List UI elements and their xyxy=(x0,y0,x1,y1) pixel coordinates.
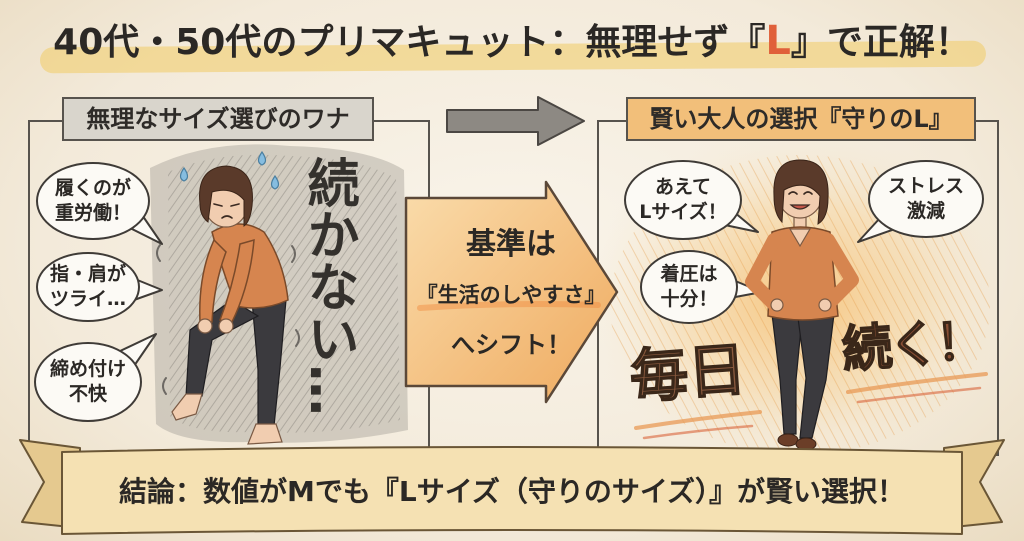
speech-bubble: 指・肩が ツライ… xyxy=(36,252,140,322)
standing-foot xyxy=(247,423,283,445)
hair xyxy=(199,165,253,227)
arrow-right-icon xyxy=(446,96,585,146)
closed-eye xyxy=(213,203,223,207)
big-arrow-right-icon xyxy=(404,180,619,404)
smiling-eye xyxy=(788,191,798,195)
smile-mouth xyxy=(789,204,811,210)
raised-foot xyxy=(171,393,203,421)
speech-bubble: 着圧は 十分！ xyxy=(640,250,738,324)
emphasis-strokes xyxy=(634,372,988,440)
right-arm-on-hip xyxy=(821,233,859,311)
sweat-drop-icon xyxy=(257,150,267,166)
shoe xyxy=(777,433,799,447)
bubble-line: Lサイズ！ xyxy=(639,201,727,223)
bubble-line: 不快 xyxy=(68,383,107,405)
sweater-torso xyxy=(767,226,839,321)
underline-stroke xyxy=(634,410,762,430)
center-text-highlight xyxy=(417,301,601,311)
bubble-line: 重労働！ xyxy=(54,202,131,224)
bubble-line: ツライ… xyxy=(49,288,126,310)
hand xyxy=(770,298,784,312)
shake-line xyxy=(291,245,296,263)
bubble-line: ストレス xyxy=(887,175,964,197)
title-text-before: 40代・50代のプリマキュット：無理せず『 xyxy=(53,22,766,63)
center-arrow-line: へシフト！ xyxy=(451,331,571,359)
bubble-line: 着圧は xyxy=(660,263,718,285)
shake-line xyxy=(295,329,300,347)
sweat-drop-icon xyxy=(270,174,280,190)
struggling-woman-illustration xyxy=(156,150,300,445)
speech-bubble: ストレス 激減 xyxy=(868,160,984,238)
shake-line xyxy=(162,377,167,395)
left-arm-on-hip xyxy=(745,233,781,311)
title-text-after: 』で正解！ xyxy=(790,22,971,63)
big-text-continues: 続く！ xyxy=(839,311,985,380)
confident-woman-illustration xyxy=(745,159,859,451)
sweat-drop-icon xyxy=(179,166,189,182)
conclusion-ribbon xyxy=(19,439,1005,535)
speech-bubble: 履くのが 重労働！ xyxy=(36,162,150,240)
hand xyxy=(218,318,234,334)
conclusion-text: 結論：数値がMでも『Lサイズ（守りのサイズ）』が賢い選択！ xyxy=(118,475,906,508)
big-text-every-day: 毎日 xyxy=(627,334,749,412)
speech-bubble: 締め付け 不快 xyxy=(34,342,142,422)
frown-mouth xyxy=(221,215,233,219)
closed-eye xyxy=(230,203,240,207)
underline-stroke xyxy=(642,424,754,440)
bubble-line: 締め付け xyxy=(49,358,126,380)
vertical-big-text: 続かない… xyxy=(298,156,358,416)
right-panel-header: 賢い大人の選択『守りのL』 xyxy=(626,97,976,141)
hand xyxy=(818,298,832,312)
ribbon-band xyxy=(61,446,963,535)
speech-bubble: あえて Lサイズ！ xyxy=(624,160,742,240)
bubble-line: あえて xyxy=(654,176,712,198)
bubble-line: 激減 xyxy=(906,200,945,222)
bubble-line: 履くのが xyxy=(54,177,131,199)
underline-stroke xyxy=(856,386,982,404)
center-arrow xyxy=(404,180,619,404)
bubble-line: 指・肩が xyxy=(49,263,126,285)
hand xyxy=(197,318,213,334)
bubble-line: 十分！ xyxy=(660,288,718,310)
underline-stroke xyxy=(846,372,988,394)
shake-line xyxy=(156,244,161,262)
title-highlight-letter: L xyxy=(765,18,791,64)
center-arrow-line: 基準は xyxy=(466,227,556,262)
smiling-eye xyxy=(803,191,813,195)
v-neck xyxy=(788,228,812,248)
center-arrow-text: 基準は 『生活のしやすさ』 へシフト！ xyxy=(406,220,616,370)
page-title: 40代・50代のプリマキュット：無理せず『L』で正解！ xyxy=(0,10,1024,72)
center-arrow-line: 『生活のしやすさ』 xyxy=(416,283,606,307)
left-panel-header: 無理なサイズ選びのワナ xyxy=(62,97,374,141)
hair xyxy=(773,159,829,225)
